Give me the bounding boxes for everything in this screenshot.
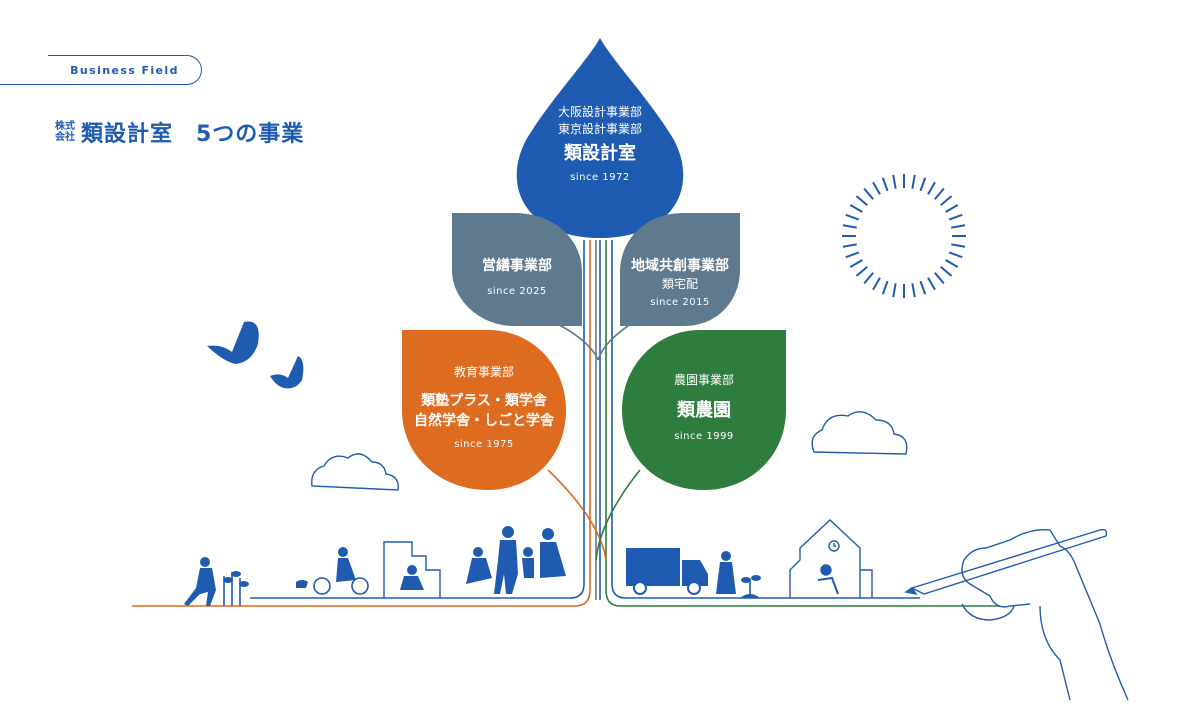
pill-underline	[0, 84, 50, 86]
kabushiki-kaisha-label: 株式 会社	[55, 121, 75, 143]
noen-since: since 1999	[674, 431, 734, 442]
farmer-icon	[716, 551, 761, 598]
sun-ray	[911, 283, 916, 298]
truck-icon	[626, 548, 708, 595]
sun-ray	[892, 174, 897, 189]
page-title-text: 類設計室 5つの事業	[81, 122, 305, 147]
noen-title: 農園事業部	[673, 373, 734, 387]
sun-ray	[881, 177, 889, 192]
sun-ray	[948, 251, 963, 259]
sun-ray	[951, 243, 966, 248]
sun-ray	[940, 266, 953, 277]
kyoiku-line-1: 類塾プラス・類学舎	[421, 393, 547, 409]
sun-ray	[892, 283, 897, 298]
school-building-icon	[789, 519, 873, 598]
main-company-name: 類設計室	[564, 143, 636, 164]
main-since: since 1972	[570, 172, 630, 183]
eizen-leaf-shape	[452, 213, 582, 326]
main-leaf: 大阪設計事業部 東京設計事業部 類設計室 since 1972	[526, 104, 674, 183]
kyoiku-line-2: 自然学舎・しごと学舎	[414, 413, 554, 429]
sun-ray	[849, 204, 863, 213]
sun-ray	[948, 213, 963, 221]
ground-lines	[132, 240, 1000, 607]
sun-ray	[842, 224, 857, 229]
house-left-icon	[383, 541, 441, 598]
sun-ray	[951, 224, 966, 229]
noen-leaf-shape	[622, 330, 786, 490]
sun-ray	[945, 259, 959, 268]
hand-with-pen-icon	[904, 528, 1129, 701]
noen-name: 類農園	[677, 400, 731, 421]
sun-ray	[855, 195, 868, 206]
sun-ray	[849, 259, 863, 268]
business-field-label: Business Field	[48, 55, 202, 85]
bird-icon	[207, 321, 304, 389]
sun-ray	[845, 251, 860, 259]
eizen-since: since 2025	[487, 286, 547, 297]
sun-ray	[911, 174, 916, 189]
chiiki-sub: 類宅配	[661, 277, 698, 291]
sun-icon	[842, 174, 966, 298]
eizen-leaf: 営繕事業部 since 2025	[452, 256, 582, 297]
main-division-tokyo: 東京設計事業部	[557, 122, 642, 136]
sun-ray	[845, 213, 860, 221]
sun-ray	[927, 277, 936, 291]
noen-leaf: 農園事業部 類農園 since 1999	[622, 372, 786, 442]
main-leaf-shape	[516, 38, 684, 238]
sun-ray	[855, 266, 868, 277]
page-title: 株式 会社 類設計室 5つの事業	[55, 116, 304, 148]
sun-ray	[940, 195, 953, 206]
main-division-osaka: 大阪設計事業部	[557, 105, 642, 119]
chiiki-since: since 2015	[650, 297, 710, 308]
kabushiki-line-1: 株式	[55, 121, 75, 132]
sun-ray	[945, 204, 959, 213]
chiiki-name: 地域共創事業部	[631, 258, 729, 274]
sun-ray	[927, 181, 936, 195]
kyoiku-leaf: 教育事業部 類塾プラス・類学舎 自然学舎・しごと学舎 since 1975	[402, 364, 566, 450]
kyoiku-leaf-shape	[402, 330, 566, 490]
sun-ray	[863, 187, 874, 200]
kyoiku-title: 教育事業部	[453, 365, 514, 379]
kyoiku-since: since 1975	[454, 439, 514, 450]
sun-ray	[934, 272, 945, 285]
sun-ray	[919, 177, 927, 192]
cloud-icon	[311, 411, 908, 491]
family-icon	[466, 526, 566, 594]
chiiki-leaf-shape	[620, 213, 740, 326]
sun-ray	[872, 277, 881, 291]
sun-ray	[863, 272, 874, 285]
people-left-icon	[184, 547, 424, 606]
sun-ray	[919, 280, 927, 295]
plant-icon	[223, 571, 249, 606]
chiiki-leaf: 地域共創事業部 類宅配 since 2015	[620, 256, 740, 308]
sun-ray	[872, 181, 881, 195]
sun-ray	[842, 243, 857, 248]
eizen-name: 営繕事業部	[482, 258, 552, 274]
kabushiki-line-2: 会社	[55, 132, 75, 143]
sun-ray	[881, 280, 889, 295]
sun-ray	[934, 187, 945, 200]
